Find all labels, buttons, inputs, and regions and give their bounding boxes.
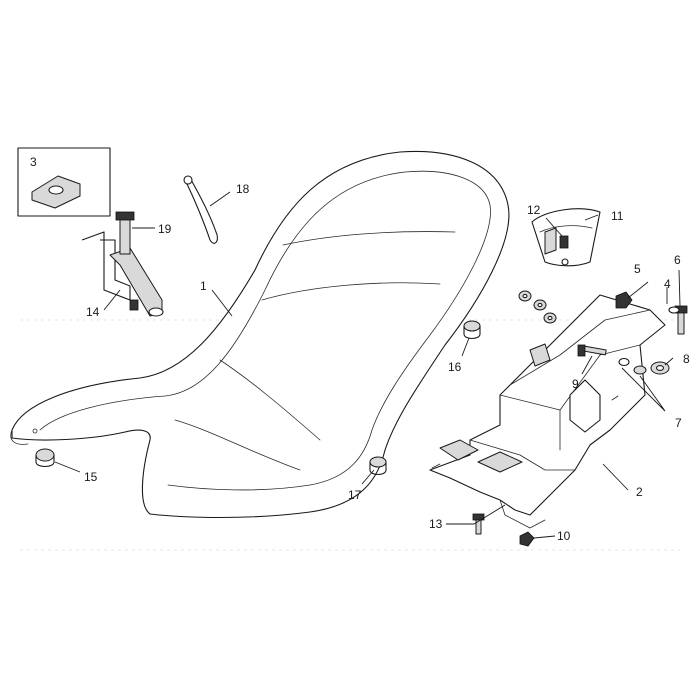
seat-hook-bracket-part xyxy=(81,231,164,317)
callout-18: 18 xyxy=(236,182,250,196)
callout-8: 8 xyxy=(683,352,690,366)
lock-cover-part xyxy=(531,208,601,267)
seat-part xyxy=(10,150,510,519)
spacer-17-part xyxy=(369,456,387,476)
spring-clip-part xyxy=(17,147,111,217)
callout-3: 3 xyxy=(30,155,37,169)
bushing-8-part xyxy=(650,361,670,375)
bushings-row-part xyxy=(518,290,557,324)
callout-15: 15 xyxy=(84,470,98,484)
rubber-buffer-15-part xyxy=(35,448,55,468)
callout-6: 6 xyxy=(674,253,681,267)
screw-9-part xyxy=(577,344,607,357)
callout-19: 19 xyxy=(158,222,172,236)
callout-5: 5 xyxy=(634,262,641,276)
callout-labels: 1 2 3 4 5 6 7 8 9 10 11 12 13 14 15 16 1… xyxy=(30,155,690,543)
callout-7: 7 xyxy=(675,416,682,430)
leader-lines xyxy=(54,191,681,539)
spacer-16-part xyxy=(463,320,481,340)
bolt-19-part xyxy=(115,211,135,255)
washer-7-part xyxy=(618,357,647,375)
callout-14: 14 xyxy=(86,305,100,319)
release-cable-part xyxy=(183,175,218,244)
nut-10-part xyxy=(519,531,535,547)
callout-10: 10 xyxy=(557,529,571,543)
callout-1: 1 xyxy=(200,279,207,293)
screw-6-part xyxy=(674,305,688,335)
callout-9: 9 xyxy=(572,377,579,391)
callout-2: 2 xyxy=(636,485,643,499)
washer-4-part xyxy=(668,306,680,314)
callout-13: 13 xyxy=(429,517,443,531)
callout-17: 17 xyxy=(348,488,362,502)
callout-4: 4 xyxy=(664,277,671,291)
callout-16: 16 xyxy=(448,360,462,374)
callout-12: 12 xyxy=(527,203,541,217)
screw-13-part xyxy=(472,513,485,535)
callout-11: 11 xyxy=(611,209,624,223)
undertray-part xyxy=(429,294,666,529)
nut-5-part xyxy=(615,291,633,309)
